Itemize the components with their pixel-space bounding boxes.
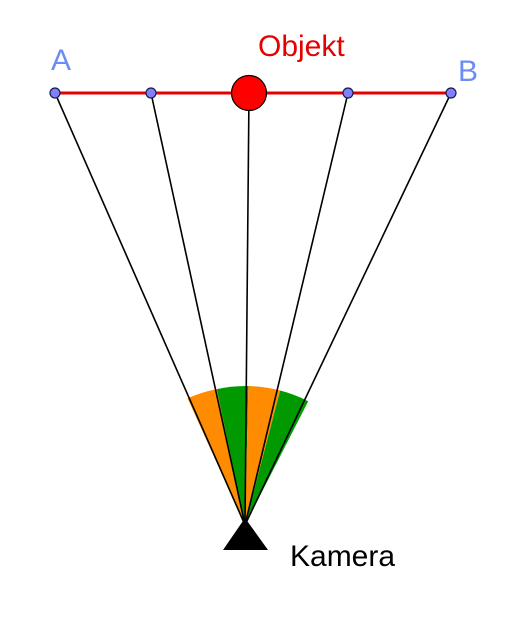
field-of-view-sectors [187,385,309,525]
sight-line-to-right-point [244,92,349,526]
sight-line-to-left-point [150,92,246,526]
segment-points [49,87,457,99]
point-b-label: B [458,55,478,88]
sight-lines [54,92,452,526]
point-b [445,87,457,99]
camera-triangle [223,518,268,550]
point-left [145,87,157,99]
point-right [342,87,354,99]
sight-line-to-object [244,92,250,526]
sector-left-to-center-green [216,385,249,525]
point-a [49,87,61,99]
point-a-label: A [51,44,71,77]
sight-line-to-b [244,92,452,526]
sight-line-to-a [54,92,246,526]
object-label: Objekt [258,30,345,63]
camera-label: Kamera [290,540,395,573]
object-dot [230,74,268,112]
